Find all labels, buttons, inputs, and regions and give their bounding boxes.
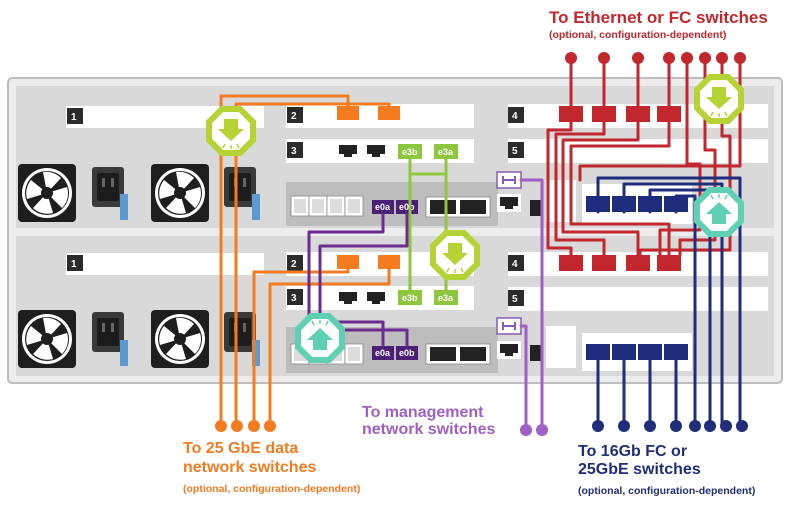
power-socket-icon [224,312,256,352]
slot-label: 4 [512,111,518,122]
port-e3b: e3b [402,147,418,157]
arrow-up-octagon-icon [697,190,741,234]
fan-icon [151,310,209,368]
slot-label: 1 [71,112,77,123]
power-socket-icon [92,167,124,207]
onboard-sfp-ports [290,195,364,217]
ethernet-fc-title: To Ethernet or FC switches [549,8,768,27]
gbe-title-line2: network switches [183,459,317,476]
rj45-port [336,289,360,307]
port-e0b: e0b [399,348,415,358]
fan-icon [151,164,209,222]
management-port [497,194,521,212]
slot-label: 2 [291,259,297,270]
management-title-line2: network switches [362,421,496,438]
gbe-subtitle: (optional, configuration-dependent) [183,483,361,495]
ethernet-fc-subtitle: (optional, configuration-dependent) [549,29,727,41]
fan-icon [18,164,76,222]
power-socket-icon [92,312,124,352]
gbe-title-line1: To 25 GbE data [183,440,299,457]
rj45-port [364,289,388,307]
slot-label: 1 [71,259,77,270]
management-title-line1: To management [362,404,484,421]
slot-label: 5 [512,294,518,305]
slot-label: 3 [291,146,297,157]
power-socket-icon [224,167,256,207]
rj45-port [364,142,388,160]
port-e0a: e0a [375,348,391,358]
slot-label: 2 [291,111,297,122]
orange-cables [219,94,391,427]
port-e0a: e0a [375,202,391,212]
purple-cables [307,212,409,348]
slot-label: 5 [512,146,518,157]
management-cables [519,178,544,432]
management-port [497,341,521,359]
rj45-port [336,142,360,160]
fc-title-line2: 25GbE switches [578,461,701,478]
fan-icon [18,310,76,368]
arrow-up-octagon-icon [298,316,342,360]
port-e3a: e3a [438,293,454,303]
port-e3a: e3a [438,147,454,157]
arrow-down-octagon-icon [209,109,253,153]
port-e0b: e0b [399,202,415,212]
fc-subtitle: (optional, configuration-dependent) [578,485,756,497]
arrow-down-octagon-icon [697,77,741,121]
cable-endpoints [215,52,748,436]
arrow-down-octagon-icon [433,233,477,277]
port-e3b: e3b [402,293,418,303]
slot-label: 3 [291,293,297,304]
navy-cables [596,176,742,427]
slot-label: 4 [512,259,518,270]
fc-title-line1: To 16Gb FC or [578,443,688,460]
